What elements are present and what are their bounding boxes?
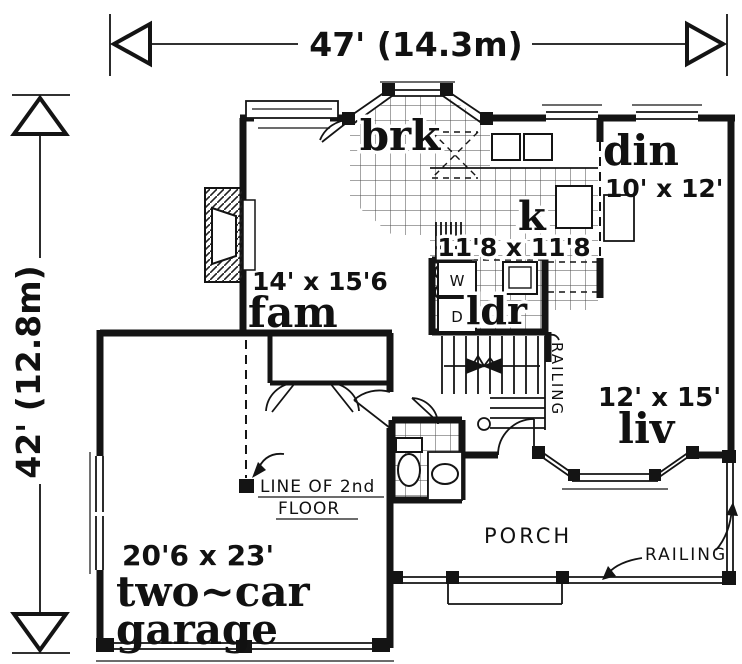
bath-fixtures — [395, 437, 463, 501]
laundry-label: ldr — [466, 288, 528, 333]
second-floor-label-line2: FLOOR — [278, 499, 340, 519]
kitchen-label: k — [518, 193, 547, 240]
width-dimension-label: 47' (14.3m) — [309, 25, 523, 64]
family-label: fam — [248, 288, 338, 337]
breakfast-label: brk — [360, 111, 441, 160]
fireplace — [204, 187, 256, 283]
porch-railings — [390, 450, 736, 605]
room-labels: brk din 10' x 12' k 11'8 x 11'8 14' x 15… — [116, 108, 723, 655]
washer-label: W — [450, 272, 465, 290]
width-dimension: 47' (14.3m) — [109, 14, 728, 76]
porch-label: PORCH — [484, 524, 572, 548]
dining-size: 10' x 12' — [605, 174, 723, 203]
stairs — [441, 333, 560, 431]
dryer-label: D — [451, 308, 463, 326]
porch-railing-label: RAILING — [645, 545, 727, 565]
height-dimension: 42' (12.8m) — [9, 94, 70, 654]
second-floor-label-line1: LINE OF 2nd — [260, 477, 375, 497]
garage-label-line1: two~car — [116, 567, 311, 616]
kitchen-size: 11'8 x 11'8 — [437, 233, 590, 262]
railing-arrows — [602, 502, 738, 580]
height-dimension-label: 42' (12.8m) — [9, 265, 48, 479]
living-size: 12' x 15' — [598, 383, 721, 413]
family-room-window — [245, 100, 339, 129]
laundry-fixtures — [437, 261, 538, 333]
annotation-labels: PORCH RAILING RAILING LINE OF 2nd FLOOR … — [260, 272, 727, 565]
garage-size: 20'6 x 23' — [122, 539, 274, 572]
second-floor-line — [239, 340, 384, 520]
stair-railing-label: RAILING — [548, 342, 566, 416]
family-size: 14' x 15'6 — [252, 267, 388, 296]
garage-label-line2: garage — [116, 605, 278, 654]
living-label: liv — [618, 404, 676, 453]
dining-label: din — [603, 126, 679, 175]
doors — [265, 119, 535, 456]
